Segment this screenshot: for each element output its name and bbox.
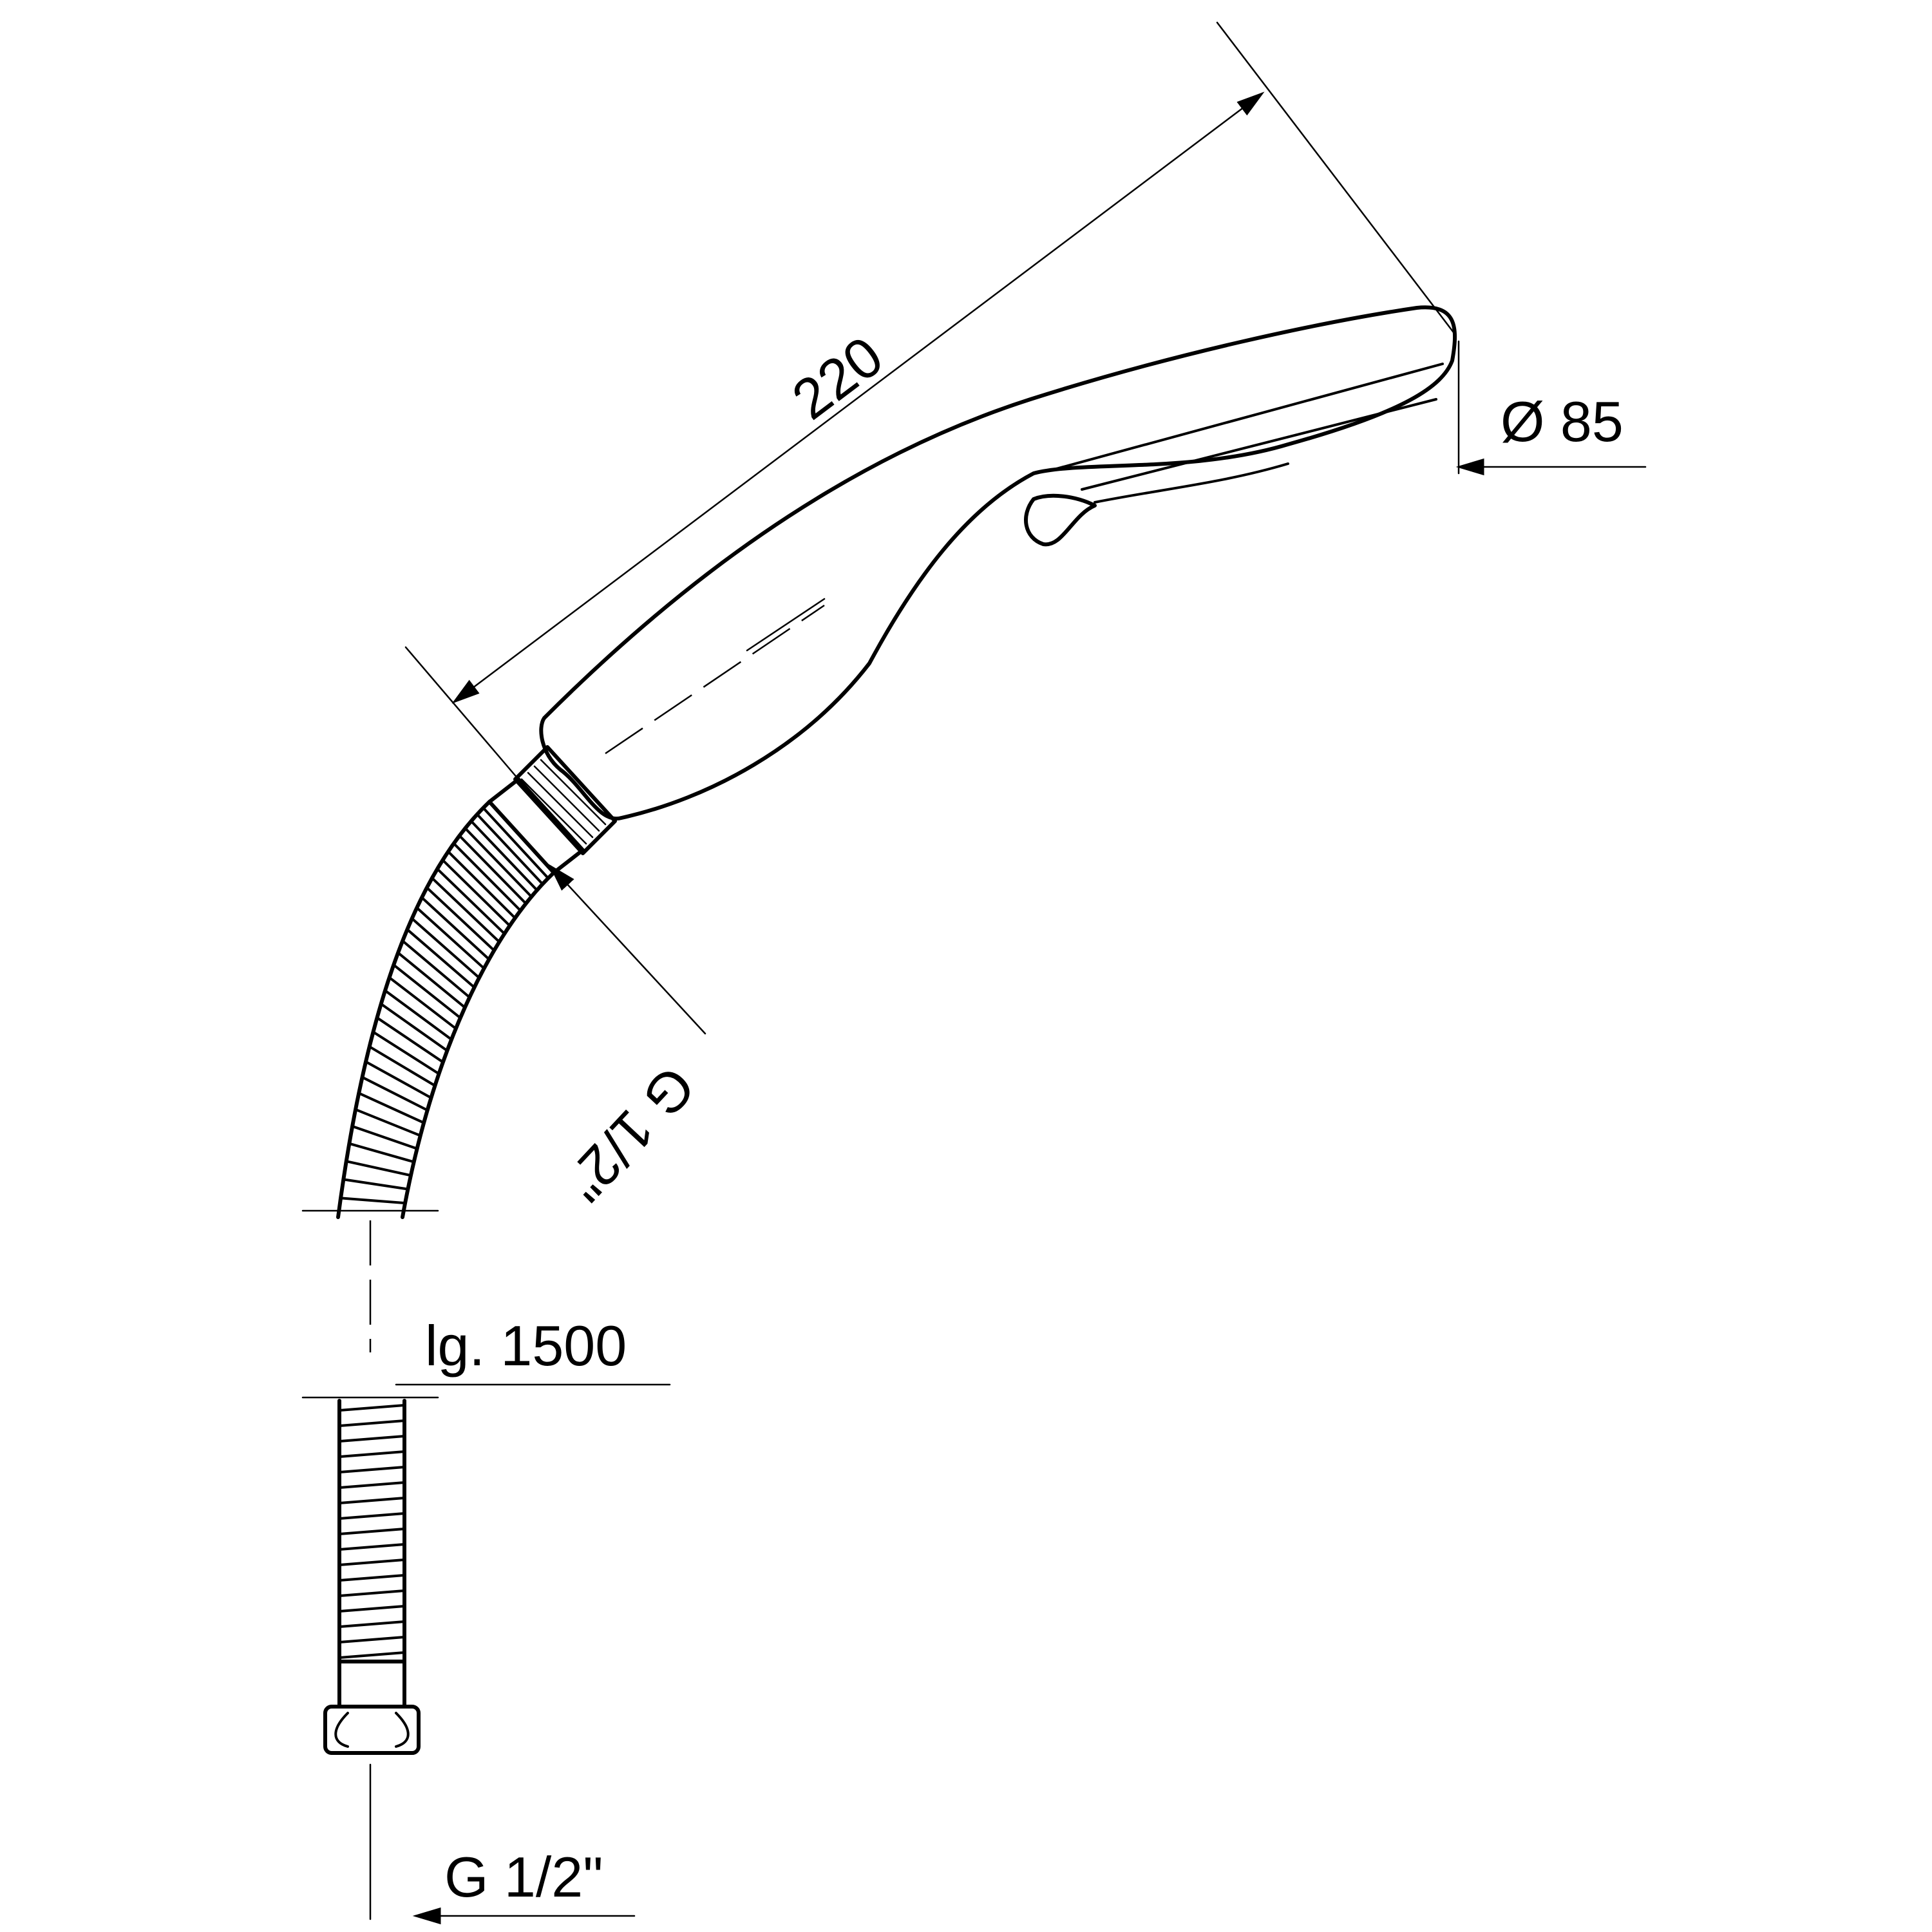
hose-ring [354,1108,422,1137]
hose-ring [338,1497,406,1504]
hose-ring [338,1512,406,1520]
hose-upper-curved [301,800,556,1352]
hose-ring [338,1528,406,1535]
hose-ring [441,858,511,927]
dimension-label-shower-connection: G 1/2" [553,1054,707,1214]
hose-ring [410,917,480,980]
hose-ring [345,1160,412,1177]
hose-ring [338,1589,406,1597]
hose-ring [368,1045,437,1087]
hose-ring [458,834,527,905]
hose-ring [469,820,538,892]
hose-ring [338,1636,406,1643]
hose-ring [338,1558,406,1566]
hose-ring [415,906,486,970]
dimension-label-handle-length: 220 [781,324,895,431]
hose-ring [464,827,533,898]
dimension-label-hose-connection: G 1/2" [444,1845,603,1909]
hose-ring [361,1075,429,1112]
hose-ring [365,1060,433,1099]
hose-ring [475,813,544,886]
hose-ring [452,842,522,912]
hose-ring [397,951,466,1009]
hose-ring [421,896,491,961]
hose-ring [338,1651,406,1659]
hose-ring [357,1092,426,1124]
dimension-handle-length: 220 [404,21,1457,781]
dimension-shower-connection: G 1/2" [549,864,708,1214]
hose-ring [384,989,453,1041]
hose-ring [338,1605,406,1613]
hose-ring [338,1620,406,1628]
hose-ring [388,976,457,1030]
hose-ring [338,1419,406,1427]
shower-handle [539,305,1457,821]
hose-straight-section [301,1396,439,1920]
hose-ring [436,867,506,935]
hose-ring [425,886,496,952]
hose-ring [338,1435,406,1443]
dimension-hose-connection: G 1/2" [412,1845,636,1925]
hose-ring [342,1178,410,1191]
hose-ring [348,1142,415,1164]
handle-connector-nut [488,745,617,875]
dimension-head-diameter: Ø 85 [1455,340,1647,476]
hose-ring [392,963,462,1019]
hose-ring [482,806,550,880]
hose-ring [406,928,476,989]
hose-ring [379,1002,449,1052]
dimension-label-head-diameter: Ø 85 [1501,390,1624,453]
hose-ring [338,1466,406,1473]
dimension-hose-length: lg. 1500 [395,1314,671,1386]
hose-ring [401,940,471,999]
hose-ring [375,1016,444,1064]
hose-ring [430,876,501,943]
hose-ring [338,1450,406,1458]
hose-ring [338,1574,406,1582]
hose-ring [372,1030,440,1075]
hose-ring [338,1404,406,1412]
hose-ring [338,1543,406,1551]
dimension-label-hose-length: lg. 1500 [425,1314,627,1378]
hose-ring [338,1481,406,1489]
hose-ring [339,1197,407,1205]
hose-ring [446,850,516,920]
hose-ring [351,1124,419,1150]
